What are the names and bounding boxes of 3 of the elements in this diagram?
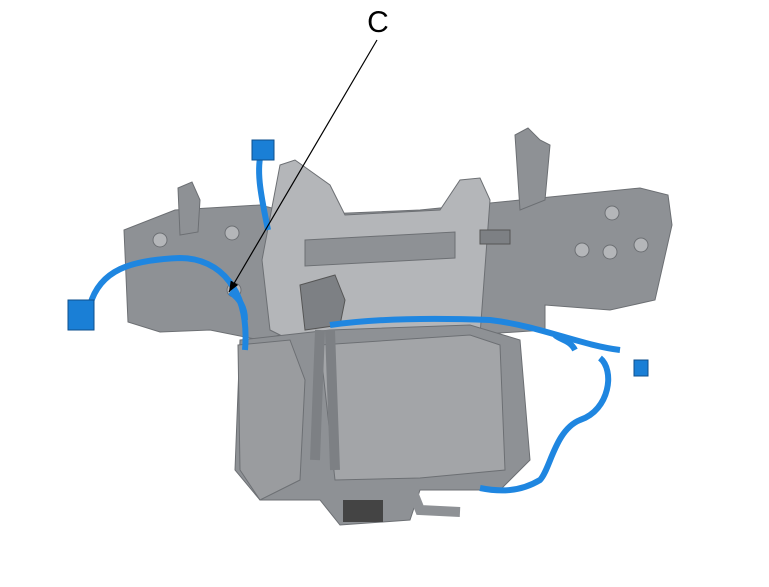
harness-segment	[228, 290, 248, 320]
leader-line	[228, 40, 378, 292]
callout-letter: C	[366, 8, 390, 38]
